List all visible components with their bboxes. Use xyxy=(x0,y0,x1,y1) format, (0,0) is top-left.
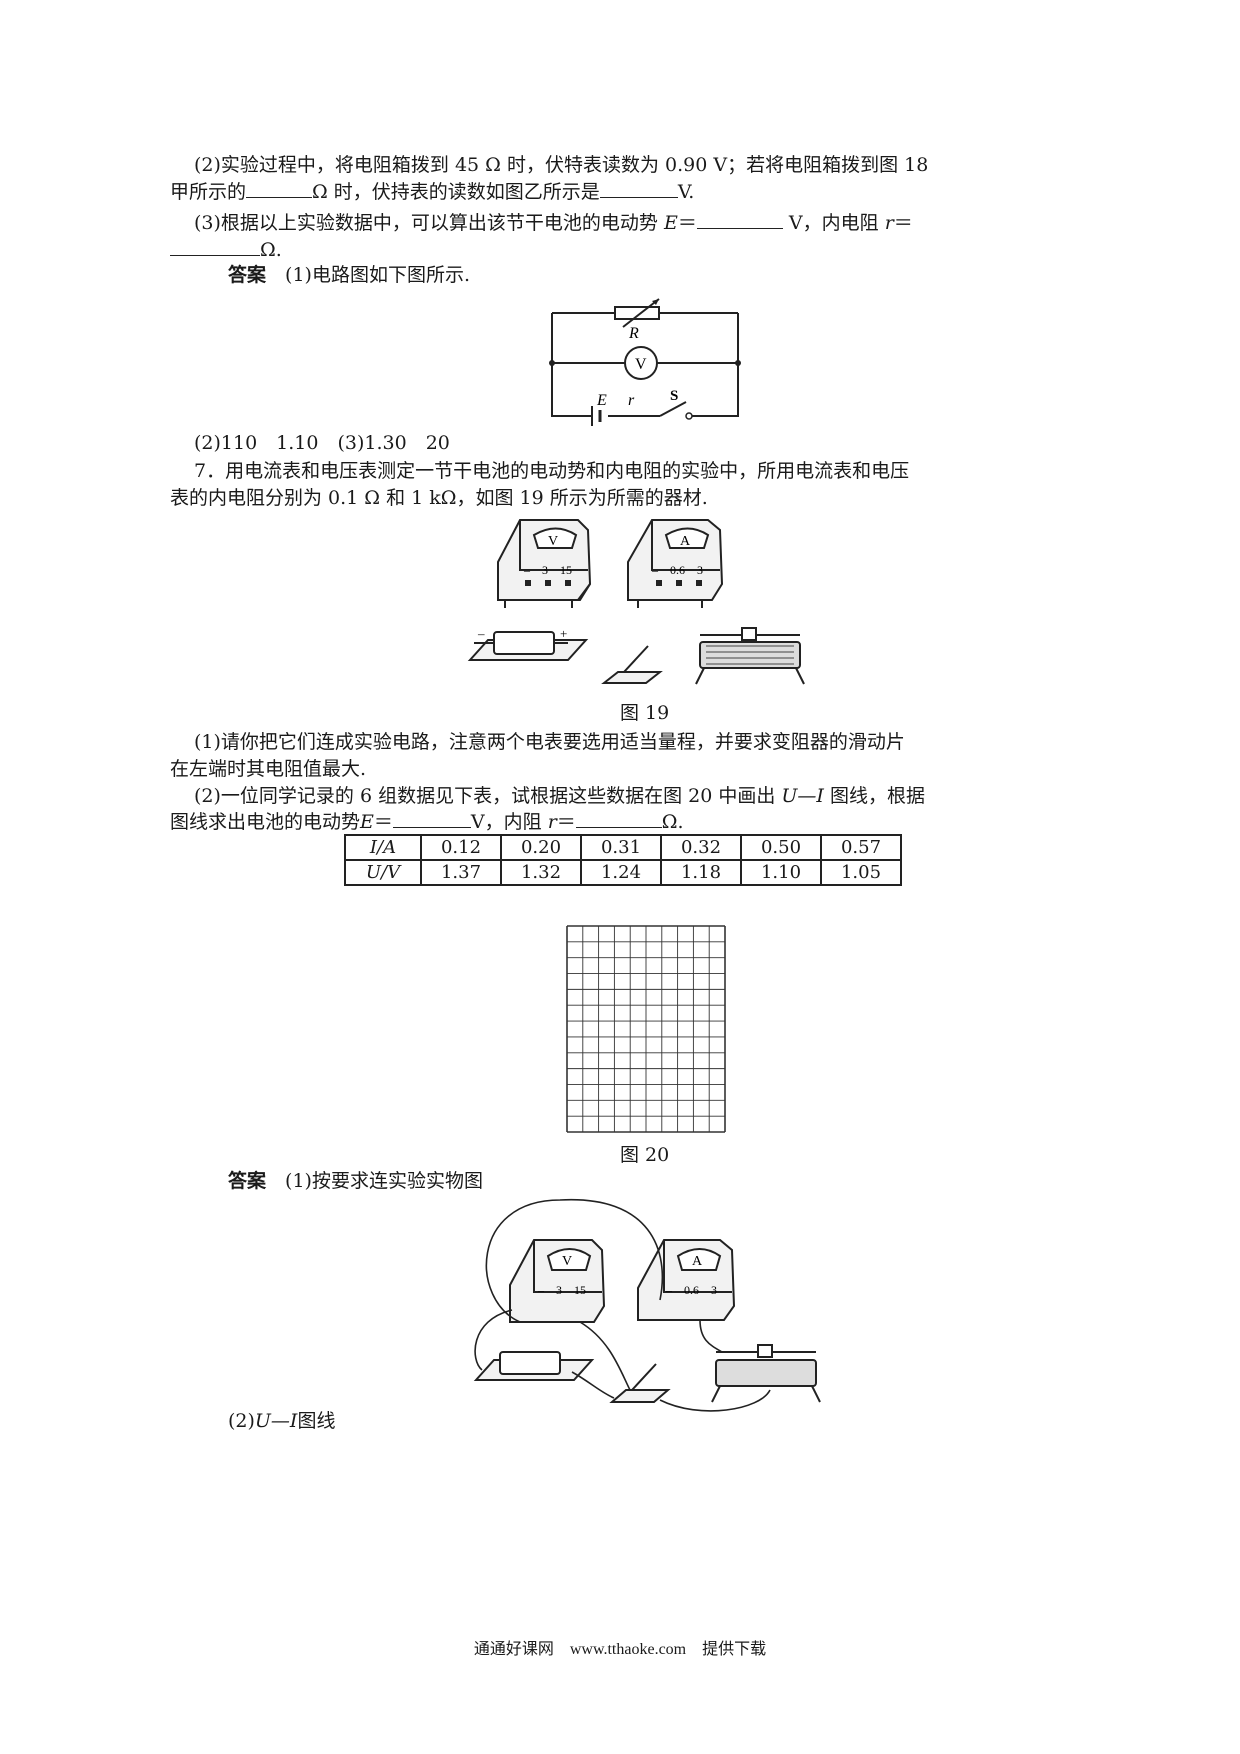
q6-part2-text-a: 甲所示的 xyxy=(170,181,247,203)
q6-part3-text-b: V，内电阻 xyxy=(788,212,879,234)
resistance-symbol: r xyxy=(884,212,894,234)
ammeter-terminal-labels: – 0.6 3 xyxy=(651,563,703,577)
emf-symbol-q7: E xyxy=(360,811,374,833)
figure-19-caption: 图 19 xyxy=(620,702,670,724)
equals-sign-q7: ＝ xyxy=(373,811,393,833)
answer-text-q7: (1)按要求连实验实物图 xyxy=(285,1170,483,1192)
resistance-symbol-q7: r xyxy=(547,811,557,833)
q7-part2-text-a: (2)一位同学记录的 6 组数据见下表，试根据这些数据在图 20 中画出 xyxy=(194,785,776,807)
table-cell: 1.37 xyxy=(420,859,502,886)
table-cell: 1.24 xyxy=(580,859,662,886)
q7-part2-text-d: V，内阻 xyxy=(470,811,542,833)
answer-part2-text-a: (2) xyxy=(228,1410,255,1432)
q7-line1: 7．用电流表和电压表测定一节干电池的电动势和内电阻的实验中，所用电流表和电压 xyxy=(194,460,910,482)
answer-ui-symbol: U—I xyxy=(254,1410,298,1432)
ohm-unit: Ω. xyxy=(260,239,282,261)
answer-blank-emf-q7 xyxy=(392,809,471,828)
q7-part1-line2: 在左端时其电阻值最大. xyxy=(170,758,367,780)
answer-text: (1)电路图如下图所示. xyxy=(285,264,470,286)
answer-blank-internal-resistance xyxy=(170,237,260,256)
answer-voltmeter-terminals: – 3 15 xyxy=(537,1283,586,1297)
table-cell: 1.05 xyxy=(820,859,902,886)
table-cell: 0.20 xyxy=(500,834,582,861)
circuit-label-r: r xyxy=(628,392,635,409)
q7-answer-line: 答案 (1)按要求连实验实物图 xyxy=(228,1168,483,1194)
equals-sign-2: ＝ xyxy=(893,212,913,234)
answer-voltmeter-label: V xyxy=(562,1254,572,1269)
circuit-label-V: V xyxy=(635,356,647,373)
answer-ammeter-label: A xyxy=(692,1254,703,1269)
ammeter-face-label: A xyxy=(680,534,691,549)
circuit-label-E: E xyxy=(596,392,607,409)
answer-label: 答案 xyxy=(228,264,267,286)
figure-20-caption: 图 20 xyxy=(620,1144,670,1166)
q6-answer-line: 答案 (1)电路图如下图所示. xyxy=(228,262,470,288)
table-cell: 0.12 xyxy=(420,834,502,861)
q7-part2-line1: (2)一位同学记录的 6 组数据见下表，试根据这些数据在图 20 中画出 U—I… xyxy=(194,783,925,809)
equals-sign-q7-2: ＝ xyxy=(556,811,576,833)
table-header-current: I/A xyxy=(344,834,422,861)
table-row: U/V 1.37 1.32 1.24 1.18 1.10 1.05 xyxy=(344,859,902,886)
equals-sign: ＝ xyxy=(677,212,697,234)
battery-negative-label: – xyxy=(477,626,485,641)
q7-part2-text-c: 图线求出电池的电动势 xyxy=(170,811,361,833)
table-cell: 0.31 xyxy=(580,834,662,861)
table-cell: 1.32 xyxy=(500,859,582,886)
answer-blank-emf xyxy=(696,210,783,229)
voltmeter-face-label: V xyxy=(548,534,558,549)
table-header-voltage: U/V xyxy=(344,859,422,886)
q7-part1-line1: (1)请你把它们连成实验电路，注意两个电表要选用适当量程，并要求变阻器的滑动片 xyxy=(194,731,905,753)
q6-part2-text-b: Ω 时，伏持表的读数如图乙所示是 xyxy=(312,181,600,203)
page-footer: 通通好课网 www.tthaoke.com 提供下载 xyxy=(473,1641,767,1658)
table-cell: 0.50 xyxy=(740,834,822,861)
answer-blank-resistance-q7 xyxy=(575,809,662,828)
q7-part2-text-b: 图线，根据 xyxy=(829,785,925,807)
answer-part2-text-b: 图线 xyxy=(297,1410,336,1432)
table-cell: 0.57 xyxy=(820,834,902,861)
table-cell: 1.10 xyxy=(740,859,822,886)
table-cell: 0.32 xyxy=(660,834,742,861)
answer-blank-voltage xyxy=(599,179,678,198)
table-cell: 1.18 xyxy=(660,859,742,886)
q6-part2-line1: (2)实验过程中，将电阻箱拨到 45 Ω 时，伏特表读数为 0.90 V；若将电… xyxy=(194,154,929,176)
measurement-table: I/A 0.12 0.20 0.31 0.32 0.50 0.57 U/V 1.… xyxy=(344,834,902,886)
answer-label-q7: 答案 xyxy=(228,1170,267,1192)
voltmeter-terminal-labels: – 3 15 xyxy=(523,563,572,577)
q7-line2: 表的内电阻分别为 0.1 Ω 和 1 kΩ，如图 19 所示为所需的器材. xyxy=(170,487,708,509)
q6-answer-values: (2)110 1.10 (3)1.30 20 xyxy=(194,432,450,454)
q6-part3-line1: (3)根据以上实验数据中，可以算出该节干电池的电动势 E＝ V，内电阻 r＝ xyxy=(194,210,913,236)
answer-blank-resistance xyxy=(246,179,313,198)
battery-positive-label: + xyxy=(560,626,567,641)
q6-part2-line2: 甲所示的 Ω 时，伏持表的读数如图乙所示是 V. xyxy=(170,179,694,205)
q7-answer-part2: (2)U—I图线 xyxy=(228,1408,335,1434)
q7-part2-line2: 图线求出电池的电动势E＝V，内阻 r＝Ω. xyxy=(170,809,684,835)
ui-graph-symbol: U—I xyxy=(781,785,824,807)
q6-part3-text-a: (3)根据以上实验数据中，可以算出该节干电池的电动势 xyxy=(194,212,658,234)
circuit-label-R: R xyxy=(628,325,639,342)
q6-part3-line2: Ω. xyxy=(170,237,282,263)
emf-symbol: E xyxy=(663,212,678,234)
ohm-unit-q7: Ω. xyxy=(661,811,684,833)
answer-ammeter-terminals: – 0.6 3 xyxy=(665,1283,717,1297)
figure-20-grid xyxy=(566,925,726,1133)
table-row: I/A 0.12 0.20 0.31 0.32 0.50 0.57 xyxy=(344,834,902,861)
circuit-label-S: S xyxy=(670,388,678,404)
q6-part2-text-c: V. xyxy=(677,181,695,203)
